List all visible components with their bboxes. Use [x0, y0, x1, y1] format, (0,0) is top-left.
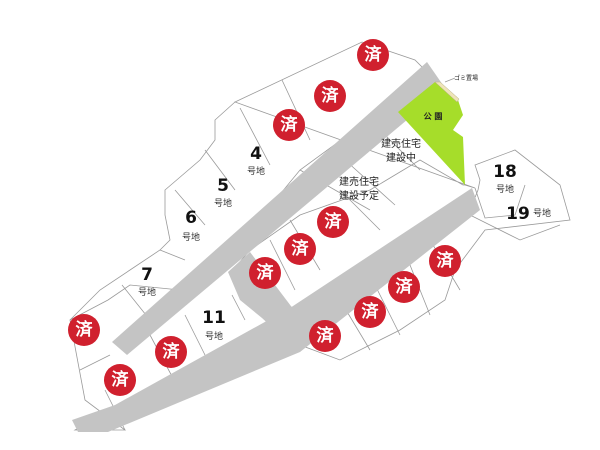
- sold-seal: 済: [273, 109, 305, 141]
- sold-seal-circle: [314, 80, 346, 112]
- sold-seal-text: 済: [112, 369, 130, 390]
- sold-seal-circle: [317, 206, 349, 238]
- lot-7[interactable]: 7号地: [138, 265, 156, 298]
- sold-seal-text: 済: [76, 319, 94, 340]
- lot-suffix: 号地: [496, 183, 514, 195]
- sold-seal: 済: [284, 233, 316, 265]
- sold-seal-text: 済: [281, 114, 299, 135]
- lot-number: 7: [141, 265, 153, 285]
- under-construction-label-1: 建売住宅: [381, 137, 421, 150]
- sold-seal: 済: [429, 245, 461, 277]
- sold-seal-circle: [354, 296, 386, 328]
- lot-number: 19: [506, 204, 530, 224]
- sold-seal: 済: [309, 320, 341, 352]
- under-construction-label-2: 建設中: [386, 151, 416, 164]
- lower-road: [72, 188, 480, 432]
- sold-seal-circle: [357, 39, 389, 71]
- sold-seal-circle: [388, 271, 420, 303]
- main-road: [112, 62, 445, 355]
- lot-suffix: 号地: [247, 165, 265, 177]
- sold-seal-text: 済: [292, 238, 310, 259]
- sold-seal: 済: [249, 257, 281, 289]
- sold-seal: 済: [155, 336, 187, 368]
- sold-seal: 済: [104, 364, 136, 396]
- sold-seal: 済: [314, 80, 346, 112]
- sold-seal-text: 済: [325, 211, 343, 232]
- lot-6[interactable]: 6 号地: [182, 208, 200, 243]
- garbage-area-label: ゴミ置場: [454, 74, 478, 82]
- lot-4[interactable]: 4号地: [247, 144, 265, 177]
- sold-seal-circle: [68, 314, 100, 346]
- lot-11[interactable]: 11 号地: [202, 308, 226, 342]
- sold-seal-circle: [104, 364, 136, 396]
- lot-suffix: 号地: [205, 330, 223, 342]
- sold-seal-text: 済: [396, 276, 414, 297]
- lot-suffix: 号地: [182, 231, 200, 243]
- sold-seal-text: 済: [365, 44, 383, 65]
- sold-seal-circle: [309, 320, 341, 352]
- sold-seal: 済: [317, 206, 349, 238]
- lot-number: 18: [493, 162, 517, 182]
- lot-number: 5: [217, 176, 229, 196]
- lot-suffix: 号地: [533, 207, 551, 219]
- lot-number: 11: [202, 308, 226, 328]
- planned-label-2: 建設予定: [339, 189, 379, 202]
- sold-seal-text: 済: [437, 250, 455, 271]
- sold-seal-text: 済: [317, 325, 335, 346]
- park-label: 公 園: [424, 112, 443, 121]
- sold-seal-text: 済: [362, 301, 380, 322]
- lot-number: 6: [185, 208, 197, 228]
- lot-number: 4: [250, 144, 262, 164]
- park: [398, 82, 465, 185]
- lot-5[interactable]: 5号地: [214, 176, 232, 209]
- sold-seal-circle: [429, 245, 461, 277]
- sold-seal-text: 済: [322, 85, 340, 106]
- sold-seal: 済: [357, 39, 389, 71]
- connector-road: [228, 252, 300, 346]
- sold-seal-circle: [273, 109, 305, 141]
- sold-seal-circle: [284, 233, 316, 265]
- garbage-area: [434, 81, 460, 103]
- sold-seal: 済: [388, 271, 420, 303]
- sold-seal-circle: [249, 257, 281, 289]
- lot-suffix: 号地: [214, 197, 232, 209]
- sold-seal-text: 済: [257, 262, 275, 283]
- planned-label-1: 建売住宅: [339, 175, 379, 188]
- sold-seal-text: 済: [163, 341, 181, 362]
- lot-suffix: 号地: [138, 286, 156, 298]
- sold-seal: 済: [68, 314, 100, 346]
- sold-seal: 済: [354, 296, 386, 328]
- sold-seal-circle: [155, 336, 187, 368]
